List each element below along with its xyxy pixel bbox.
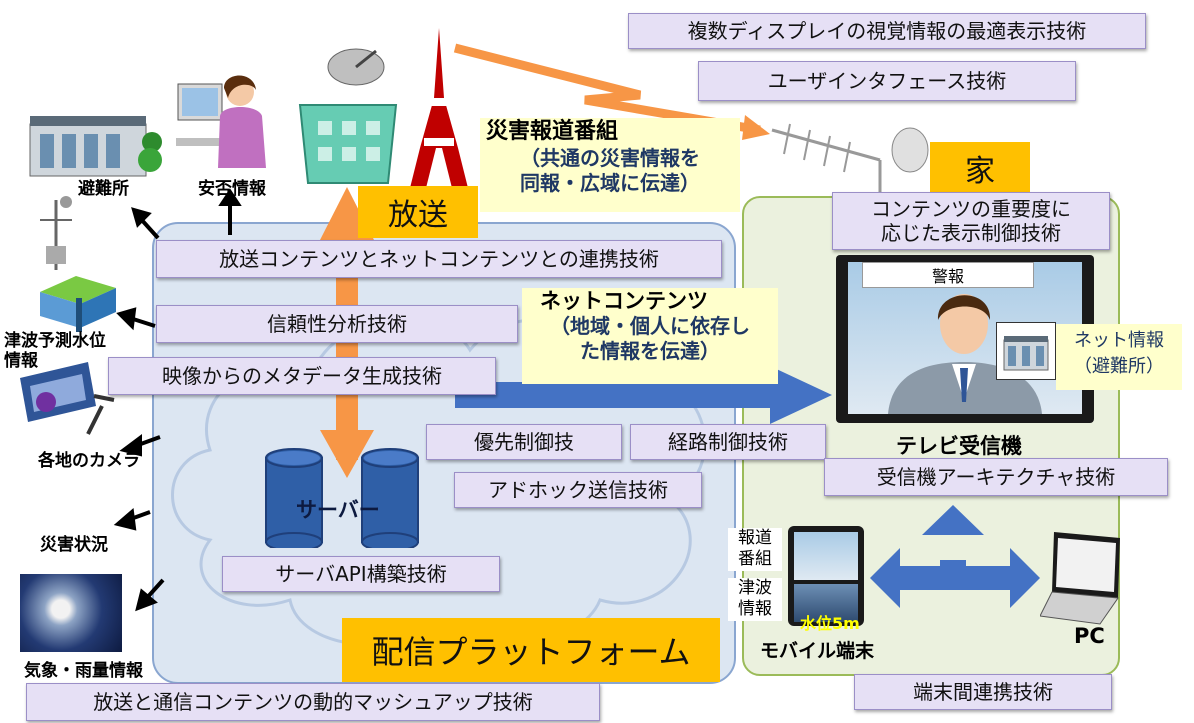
mobile-tsunami-label: 津波 情報 [728,578,782,621]
importance-line2: 応じた表示制御技術 [881,221,1061,245]
tech-adhoc: アドホック送信技術 [454,472,702,508]
mobile-label: モバイル端末 [760,640,875,662]
disaster-program-desc-line1: （共通の災害情報を [520,145,700,170]
tech-multi-display: 複数ディスプレイの視覚情報の最適表示技術 [628,13,1146,49]
blue-arrow-up-tv [922,505,984,535]
tech-reliability: 信頼性分析技術 [156,305,518,343]
shelter-building-icon [29,116,162,177]
tv-shelter-inset-icon [996,322,1056,380]
orange-arrow-down [320,430,374,478]
tech-importance-display: コンテンツの重要度に 応じた表示制御技術 [832,192,1110,250]
tv-net-info-box: ネット情報 （避難所） [1056,324,1182,390]
disaster-program-title: 災害報道番組 [486,119,619,144]
person-at-computer-icon [176,75,266,168]
broadcast-wave-arrow [453,43,761,135]
shelter-label: 避難所 [78,179,129,199]
mobile-tsunami-line2: 情報 [738,599,772,620]
server-label: サーバー [296,498,380,522]
blue-arrow-left [870,548,900,608]
mobile-tsunami-line1: 津波 [738,578,772,598]
pc-label: PC [1074,624,1105,648]
tech-user-interface: ユーザインタフェース技術 [698,61,1076,101]
net-contents-box: ネットコンテンツ （地域・個人に依存し た情報を伝達） [522,288,778,384]
tsunami-label: 津波予測水位 情報 [4,331,106,371]
tsunami-line2: 情報 [4,350,38,371]
tech-content-linkage: 放送コンテンツとネットコンテンツとの連携技術 [156,240,722,278]
tech-priority-control: 優先制御技 [426,424,622,460]
mobile-screen-news [794,532,858,580]
disaster-program-desc-line2: 同報・広域に伝達） [520,170,700,195]
tech-metadata: 映像からのメタデータ生成技術 [108,357,496,395]
server-cylinders-icon [265,448,419,548]
broadcast-label: 放送 [358,186,478,238]
net-contents-desc-line1: （地域・個人に依存し [550,314,750,339]
laptop-icon [1040,532,1120,625]
mobile-news-line1: 報道 [738,528,772,548]
disaster-label: 災害状況 [40,535,108,555]
camera-label: 各地のカメラ [38,451,140,471]
net-contents-title: ネットコンテンツ [540,289,708,313]
tech-receiver-arch: 受信機アーキテクチャ技術 [824,458,1168,496]
alert-text: 警報 [931,267,964,286]
mobile-news-label: 報道 番組 [728,528,782,571]
tv-alert-bar: 警報 [862,262,1034,288]
importance-line1: コンテンツの重要度に [871,197,1071,221]
mobile-news-line2: 番組 [738,549,772,570]
camera-icon [20,362,115,435]
water-level-text: 水位5m [800,614,860,633]
tech-mashup: 放送と通信コンテンツの動的マッシュアップ技術 [26,683,600,721]
broadcast-station-icon [298,48,398,184]
tsunami-gauge-icon [40,276,116,332]
weather-satellite-image [20,574,122,652]
disaster-program-box: 災害報道番組 （共通の災害情報を 同報・広域に伝達） [480,118,740,212]
weather-label: 気象・雨量情報 [24,661,143,681]
tsunami-line1: 津波予測水位 [4,331,106,351]
blue-arrow-to-tv [770,366,832,424]
tech-route-control: 経路制御技術 [630,424,826,460]
net-contents-desc-line2: た情報を伝達） [580,339,720,364]
antenna-weather-icon [40,196,72,270]
home-label: 家 [930,142,1030,194]
blue-arrow-right [1010,548,1040,608]
tech-server-api: サーバAPI構築技術 [222,556,500,592]
net-info-line2: （避難所） [1074,356,1164,378]
safety-label: 安否情報 [198,179,266,199]
net-info-line1: ネット情報 [1074,330,1164,351]
tech-terminal-link: 端末間連携技術 [854,674,1112,710]
tv-tower-icon [410,28,468,188]
platform-label: 配信プラットフォーム [342,618,720,682]
tv-label: テレビ受信機 [896,434,1022,458]
mobile-screen-tsunami [794,584,858,622]
